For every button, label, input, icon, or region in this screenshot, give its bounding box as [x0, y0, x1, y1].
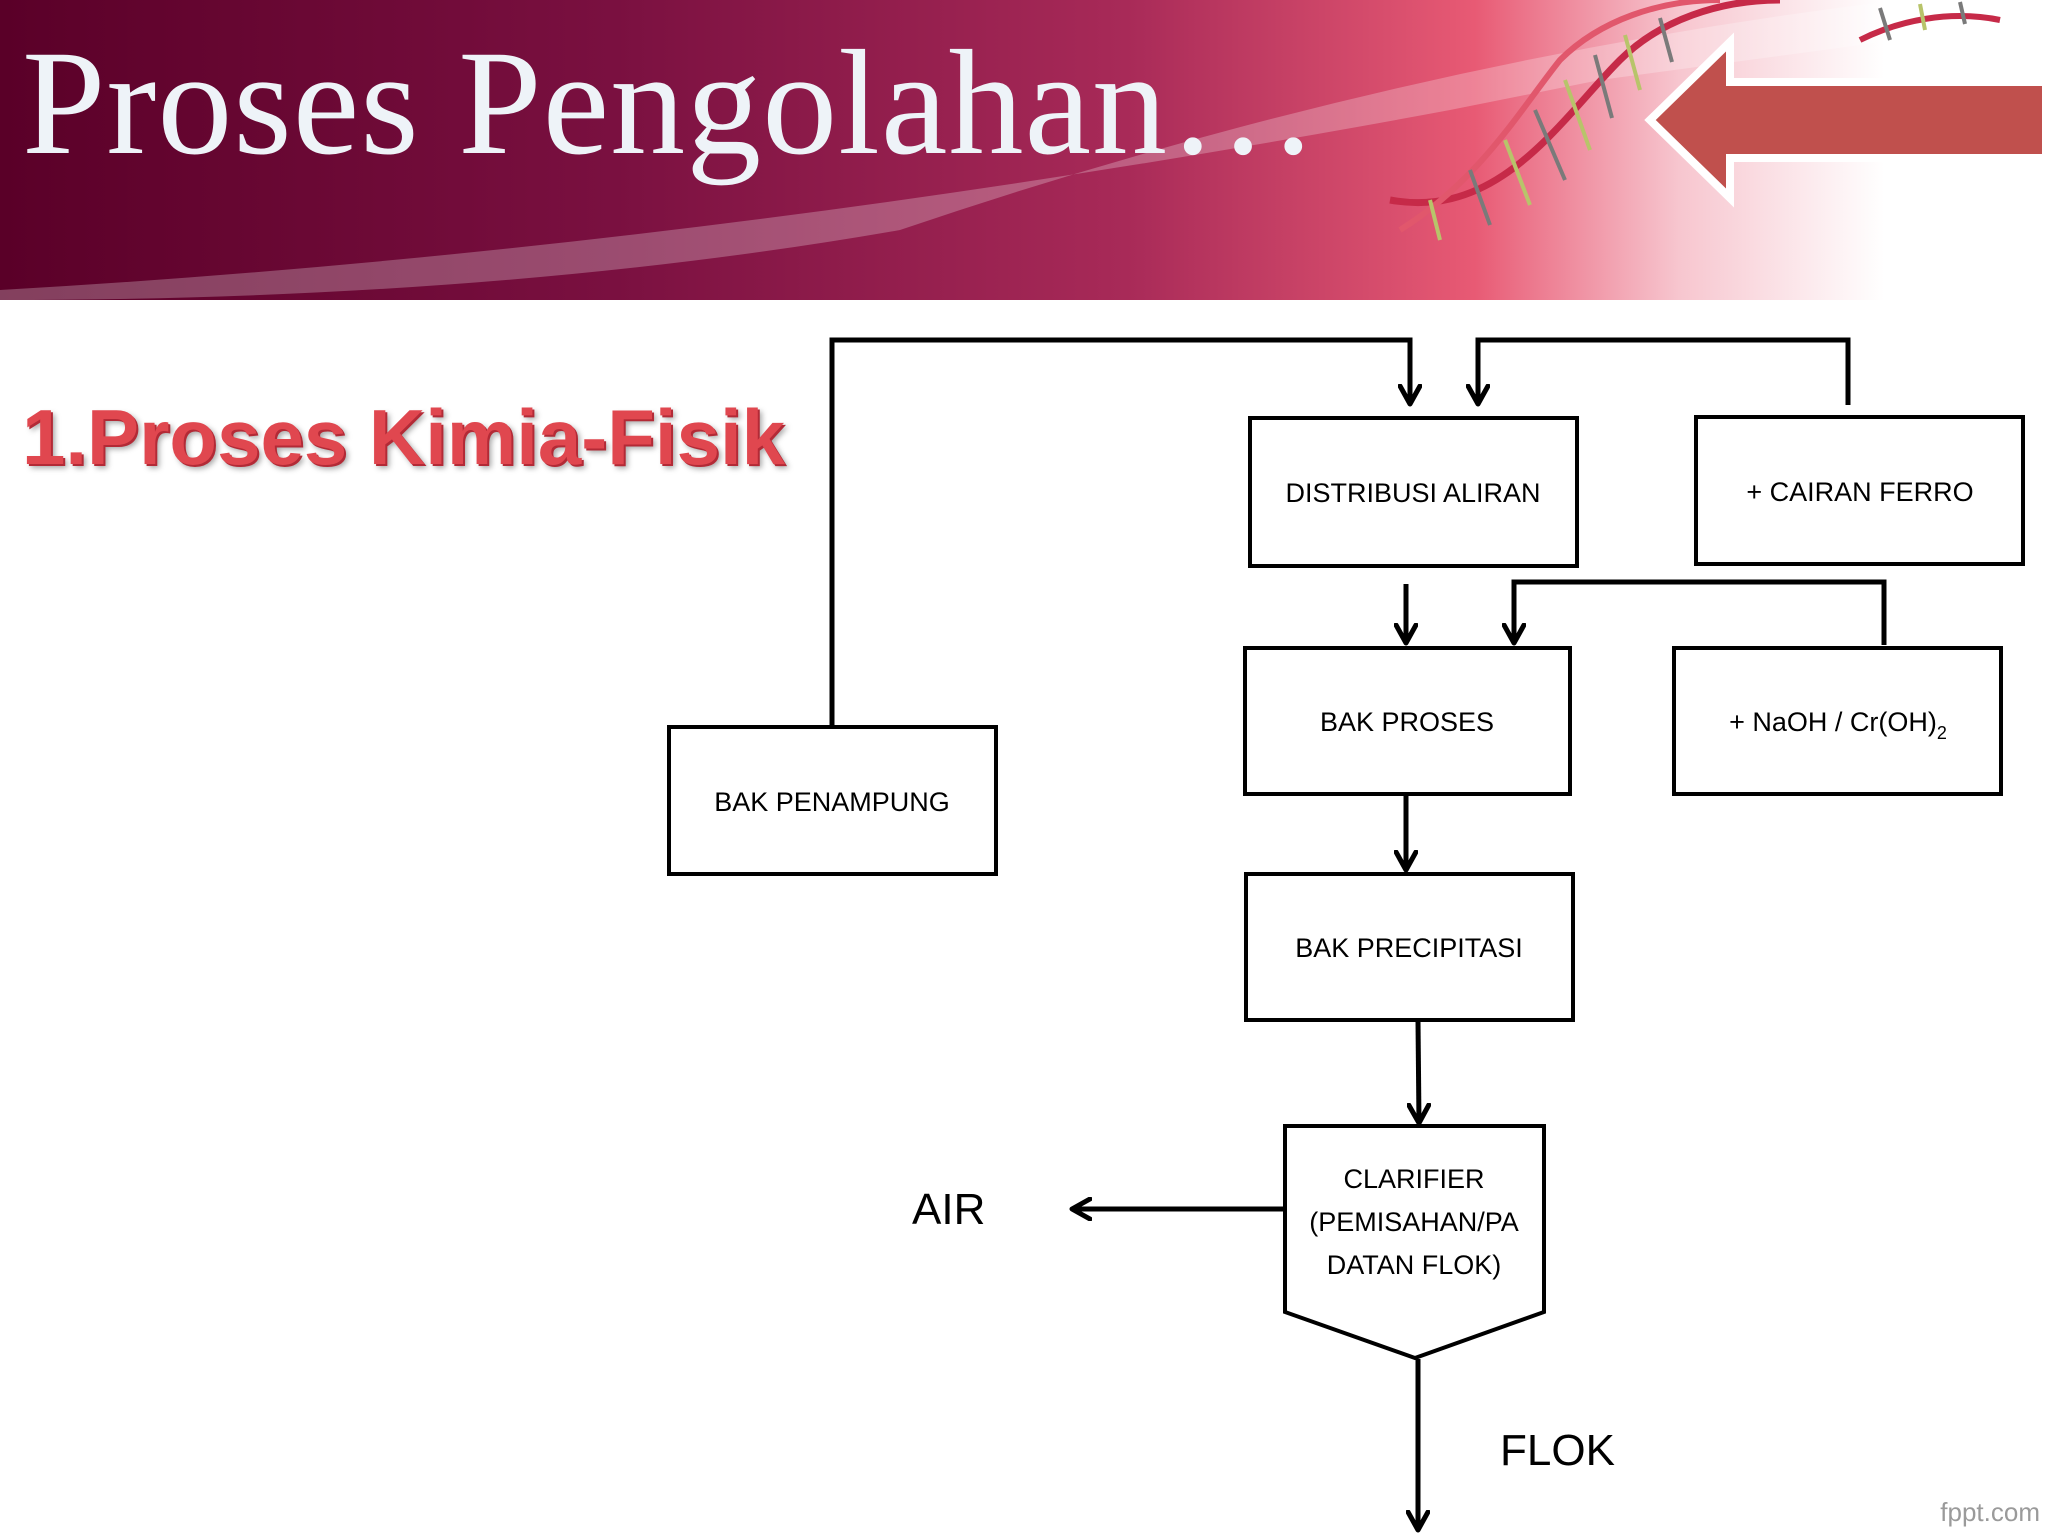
left-arrow-icon [1644, 32, 2048, 208]
node-cairan-ferro: + CAIRAN FERRO [1694, 415, 2025, 566]
svg-text:+ CAIRAN FERRO: + CAIRAN FERRO [1746, 477, 1973, 507]
node-bak-proses: BAK PROSES [1243, 646, 1572, 796]
edge-naoh-to-proses [1514, 579, 1887, 645]
edge-penampung-to-distribusi [829, 337, 1410, 725]
dna-helix-icon [1389, 0, 2001, 241]
output-flok: FLOK [1500, 1426, 1615, 1475]
header-swoosh [0, 0, 2048, 300]
edge-precipitasi-to-clarifier [1418, 1020, 1419, 1123]
svg-text:CLARIFIER: CLARIFIER [1343, 1164, 1484, 1194]
output-air: AIR [912, 1185, 985, 1234]
svg-text:(PEMISAHAN/PA: (PEMISAHAN/PA [1309, 1207, 1519, 1237]
svg-text:BAK PROSES: BAK PROSES [1320, 707, 1494, 737]
svg-text:DISTRIBUSI ALIRAN: DISTRIBUSI ALIRAN [1285, 478, 1540, 508]
node-distribusi-aliran: DISTRIBUSI ALIRAN [1248, 416, 1579, 568]
watermark: fppt.com [1940, 1497, 2040, 1527]
svg-text:BAK PRECIPITASI: BAK PRECIPITASI [1295, 933, 1523, 963]
svg-text:+ NaOH / Cr(OH)2: + NaOH / Cr(OH)2 [1729, 707, 1947, 743]
node-clarifier: CLARIFIER (PEMISAHAN/PA DATAN FLOK) [1283, 1124, 1546, 1361]
node-bak-penampung: BAK PENAMPUNG [667, 725, 998, 876]
section-title: 1.Proses Kimia-Fisik [22, 393, 786, 481]
page-title: Proses Pengolahan… [22, 20, 1320, 186]
svg-text:BAK PENAMPUNG: BAK PENAMPUNG [714, 787, 950, 817]
edge-ferro-to-distribusi [1478, 337, 1851, 405]
node-bak-precipitasi: BAK PRECIPITASI [1244, 872, 1575, 1022]
node-naoh: + NaOH / Cr(OH)2 [1672, 646, 2003, 796]
svg-text:DATAN FLOK): DATAN FLOK) [1327, 1250, 1502, 1280]
